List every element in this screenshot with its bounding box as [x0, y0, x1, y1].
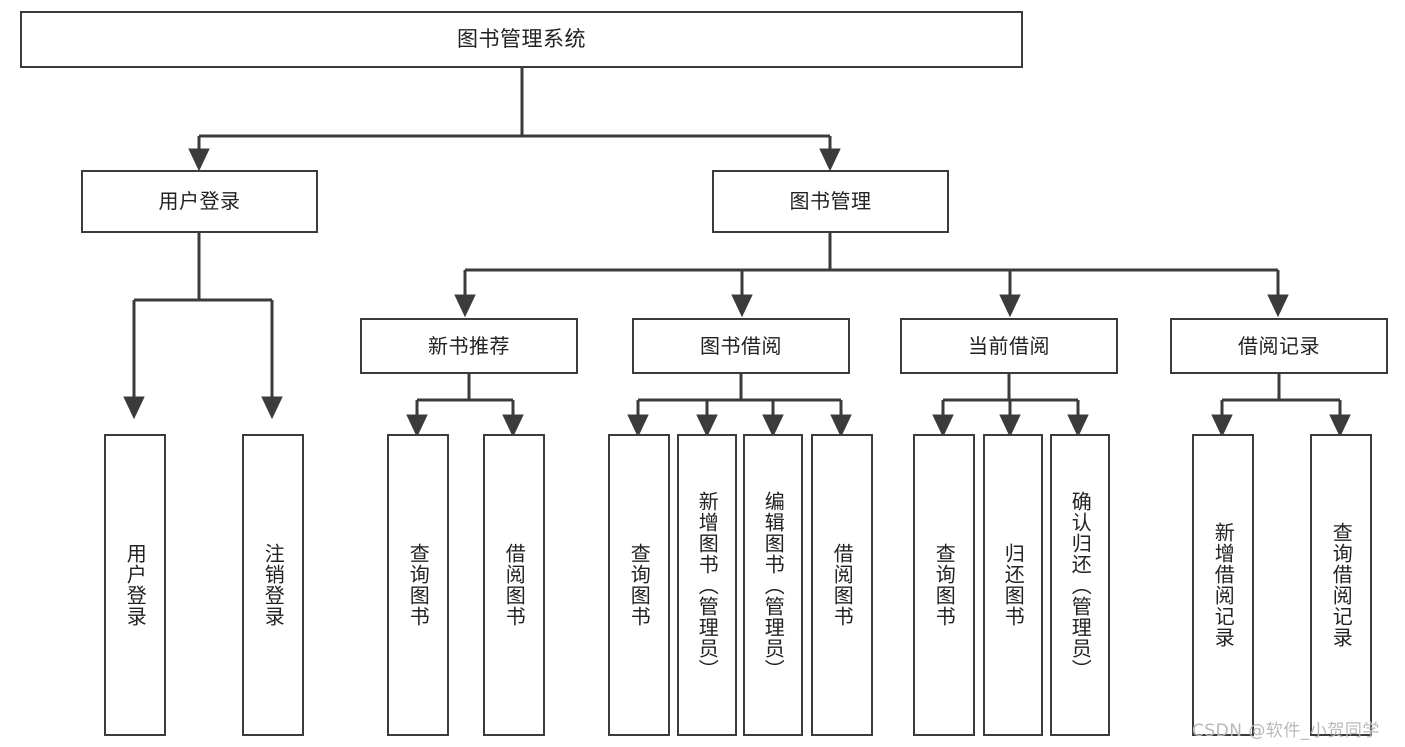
node-leaf-user-login-label: 用户登录	[123, 543, 148, 627]
node-book-manage[interactable]: 图书管理	[712, 170, 949, 233]
node-leaf-edit-book[interactable]: 编辑图书（管理员）	[743, 434, 803, 736]
node-leaf-query-book-3-label: 查询图书	[932, 543, 957, 627]
node-leaf-add-record[interactable]: 新增借阅记录	[1192, 434, 1254, 736]
node-borrow-record[interactable]: 借阅记录	[1170, 318, 1388, 374]
node-leaf-borrow-book-2[interactable]: 借阅图书	[811, 434, 873, 736]
node-leaf-borrow-book-1[interactable]: 借阅图书	[483, 434, 545, 736]
node-root[interactable]: 图书管理系统	[20, 11, 1023, 68]
node-current-borrow[interactable]: 当前借阅	[900, 318, 1118, 374]
node-leaf-query-record-label: 查询借阅记录	[1329, 522, 1354, 648]
node-book-manage-label: 图书管理	[789, 189, 872, 214]
node-new-book-recommend[interactable]: 新书推荐	[360, 318, 578, 374]
node-leaf-confirm-return[interactable]: 确认归还（管理员）	[1050, 434, 1110, 736]
node-book-borrow[interactable]: 图书借阅	[632, 318, 850, 374]
node-leaf-edit-book-label: 编辑图书（管理员）	[761, 490, 786, 680]
node-user-login-label: 用户登录	[158, 189, 241, 214]
node-leaf-query-record[interactable]: 查询借阅记录	[1310, 434, 1372, 736]
node-leaf-query-book-1-label: 查询图书	[406, 543, 431, 627]
node-leaf-return-book[interactable]: 归还图书	[983, 434, 1043, 736]
node-current-borrow-label: 当前借阅	[968, 333, 1050, 358]
node-leaf-confirm-return-label: 确认归还（管理员）	[1068, 490, 1093, 680]
node-leaf-add-record-label: 新增借阅记录	[1211, 522, 1236, 648]
node-new-book-recommend-label: 新书推荐	[428, 333, 510, 358]
node-leaf-borrow-book-1-label: 借阅图书	[502, 543, 527, 627]
node-leaf-query-book-1[interactable]: 查询图书	[387, 434, 449, 736]
node-user-login[interactable]: 用户登录	[81, 170, 318, 233]
node-leaf-borrow-book-2-label: 借阅图书	[830, 543, 855, 627]
node-leaf-logout-login[interactable]: 注销登录	[242, 434, 304, 736]
node-leaf-user-login[interactable]: 用户登录	[104, 434, 166, 736]
node-leaf-query-book-3[interactable]: 查询图书	[913, 434, 975, 736]
node-leaf-logout-login-label: 注销登录	[261, 543, 286, 627]
node-book-borrow-label: 图书借阅	[700, 333, 782, 358]
csdn-watermark: CSDN @软件_小贺同学	[1192, 721, 1380, 741]
node-leaf-return-book-label: 归还图书	[1001, 543, 1026, 627]
node-borrow-record-label: 借阅记录	[1238, 333, 1320, 358]
node-root-label: 图书管理系统	[457, 26, 586, 51]
node-leaf-query-book-2[interactable]: 查询图书	[608, 434, 670, 736]
node-leaf-add-book-label: 新增图书（管理员）	[695, 490, 720, 680]
node-leaf-add-book[interactable]: 新增图书（管理员）	[677, 434, 737, 736]
node-leaf-query-book-2-label: 查询图书	[627, 543, 652, 627]
